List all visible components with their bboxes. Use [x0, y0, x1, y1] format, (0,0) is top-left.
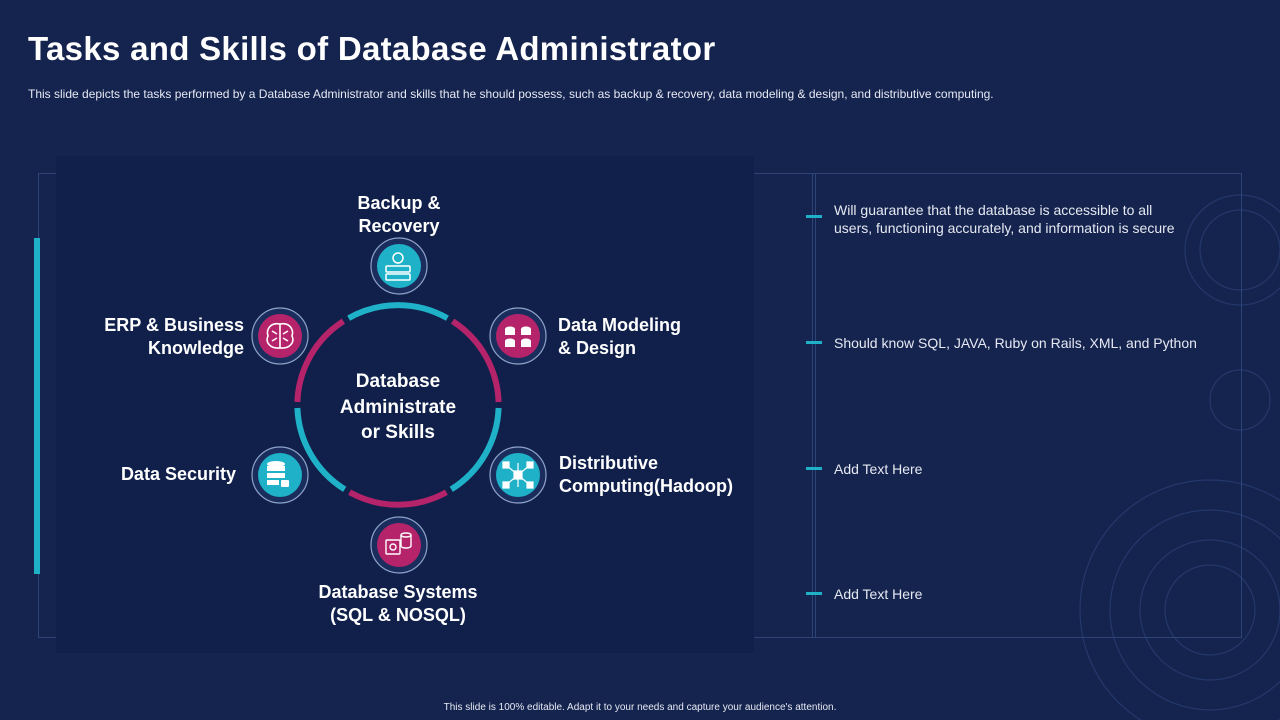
- node-erp: [251, 307, 309, 365]
- ring-arc-top-right: [450, 318, 502, 403]
- notes-divider: [812, 173, 816, 638]
- label-distributive: Distributive Computing(Hadoop): [559, 453, 733, 496]
- note-bullet-2: [806, 341, 822, 344]
- node-systems: [370, 516, 428, 574]
- ring-arc-top-left: [294, 318, 346, 403]
- server-backup-icon: [385, 252, 411, 281]
- label-backup: Backup & Recovery: [357, 193, 441, 236]
- center-label: Database Administrate or Skills: [339, 371, 457, 443]
- accent-bar: [34, 238, 40, 574]
- note-1: Will guarantee that the database is acce…: [834, 202, 1175, 236]
- ring-arc-bottom-right: [449, 407, 502, 492]
- note-2: Should know SQL, JAVA, Ruby on Rails, XM…: [834, 335, 1197, 351]
- label-erp: ERP & Business Knowledge: [104, 315, 244, 358]
- note-bullet-4: [806, 592, 822, 595]
- network-nodes-icon: [502, 461, 534, 489]
- note-4: Add Text Here: [834, 586, 923, 602]
- ring-arc-bottom-left: [294, 407, 347, 492]
- node-security: [251, 446, 309, 504]
- slide-subtitle: This slide depicts the tasks performed b…: [28, 87, 994, 101]
- note-bullet-3: [806, 467, 822, 470]
- label-systems: Database Systems (SQL & NOSQL): [318, 582, 478, 625]
- database-stack-icon: [505, 326, 531, 347]
- ring-arc-top: [347, 302, 449, 321]
- note-bullet-1: [806, 215, 822, 218]
- node-backup: [370, 237, 428, 295]
- brain-icon: [266, 322, 294, 349]
- label-security: Data Security: [120, 464, 236, 484]
- ring-arc-bottom: [348, 489, 448, 508]
- node-distributive: [489, 446, 547, 504]
- label-modeling: Data Modeling & Design: [558, 315, 682, 358]
- slide-footer: This slide is 100% editable. Adapt it to…: [443, 702, 837, 713]
- database-lock-icon: [267, 461, 289, 487]
- slide-title: Tasks and Skills of Database Administrat…: [28, 30, 716, 67]
- database-server-icon: [385, 532, 412, 555]
- note-3: Add Text Here: [834, 461, 923, 477]
- node-modeling: [489, 307, 547, 365]
